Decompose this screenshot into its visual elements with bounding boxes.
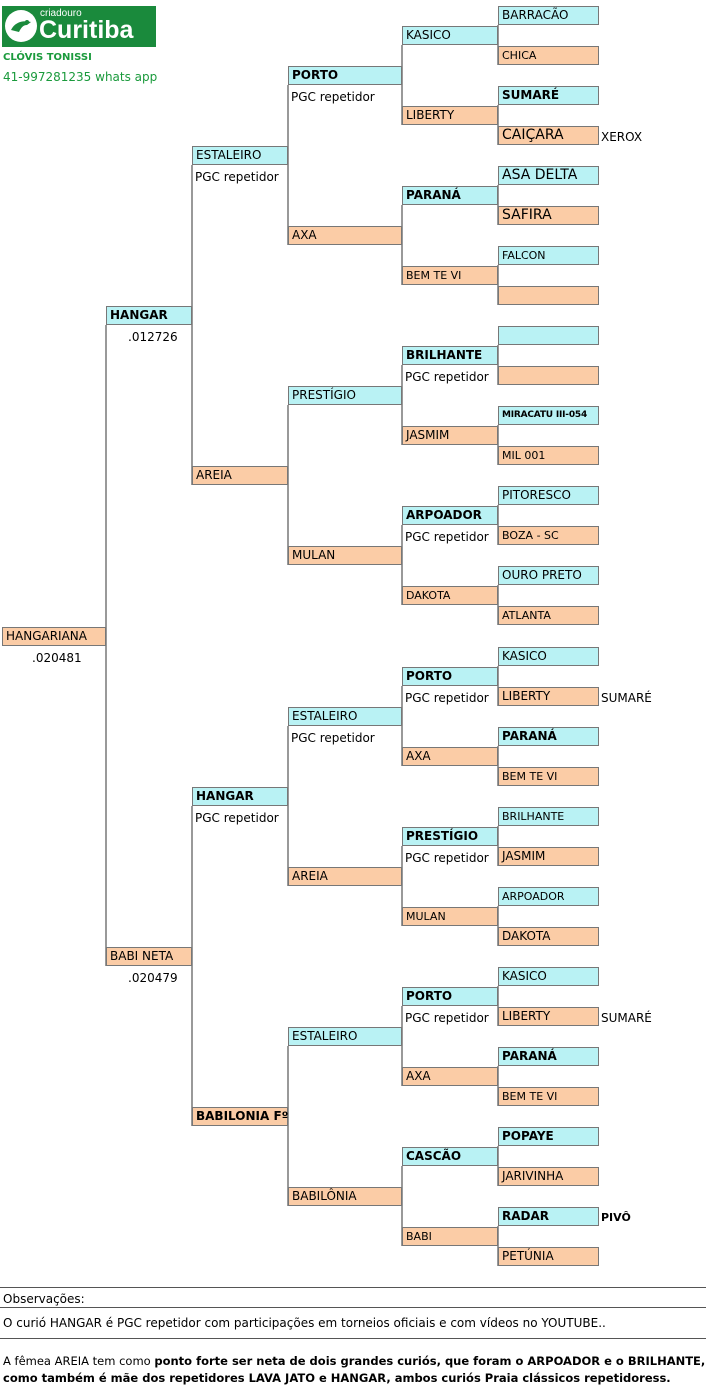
gen6-bird: CHICA xyxy=(498,46,599,65)
gen6-bird: KASICO xyxy=(498,967,599,986)
gen6-bird: MIRACATU III-054 xyxy=(498,406,599,425)
gen6-bird: PITORESCO xyxy=(498,486,599,505)
gen4-bird: ESTALEIRO xyxy=(288,707,402,726)
notes-label: Observações: xyxy=(3,1292,85,1306)
bird-note: PGC repetidor xyxy=(405,851,489,865)
owner-phone: 41-997281235 whats app xyxy=(3,70,158,84)
gen6-bird: LIBERTY xyxy=(498,1007,599,1026)
gen5-bird: JASMIM xyxy=(402,426,498,445)
dam: BABI NETA xyxy=(106,947,192,966)
gen6-bird xyxy=(498,326,599,345)
sire: HANGAR xyxy=(106,306,192,325)
gen6-bird: BEM TE VI xyxy=(498,1087,599,1106)
bird-icon xyxy=(5,10,37,42)
gen6-bird: BOZA - SC xyxy=(498,526,599,545)
gen5-bird: PORTO xyxy=(402,667,498,686)
gen4-bird: ESTALEIRO xyxy=(288,1027,402,1046)
gen4-bird: PRESTÍGIO xyxy=(288,386,402,405)
gen6-bird: BARRACÃO xyxy=(498,6,599,25)
bird-note: PGC repetidor xyxy=(405,370,489,384)
granddam-paternal: AREIA xyxy=(192,466,288,485)
gen5-bird: BABI xyxy=(402,1227,498,1246)
side-note: PIVÔ xyxy=(601,1211,631,1224)
gen5-bird: BEM TE VI xyxy=(402,266,498,285)
gen5-bird: LIBERTY xyxy=(402,106,498,125)
gen6-bird: SUMARÉ xyxy=(498,86,599,105)
gen6-bird: KASICO xyxy=(498,647,599,666)
bird-note: PGC repetidor xyxy=(405,1011,489,1025)
grandsire-paternal: ESTALEIRO xyxy=(192,146,288,165)
gen6-bird: PARANÁ xyxy=(498,1047,599,1066)
gen4-bird: MULAN xyxy=(288,546,402,565)
owner-name: CLÓVIS TONISSI xyxy=(3,52,92,63)
gen6-bird: BEM TE VI xyxy=(498,767,599,786)
divider xyxy=(0,1307,706,1308)
bird-note: PGC repetidor xyxy=(405,691,489,705)
gen4-bird: AXA xyxy=(288,226,402,245)
gen6-bird: PETÚNIA xyxy=(498,1247,599,1266)
gen6-bird: BRILHANTE xyxy=(498,807,599,826)
gen6-bird: SAFIRA xyxy=(498,206,599,225)
note-line-2-bold: ponto forte ser neta de dois grandes cur… xyxy=(154,1354,706,1368)
gen6-bird: DAKOTA xyxy=(498,927,599,946)
gen5-bird: PRESTÍGIO xyxy=(402,827,498,846)
gen6-bird: FALCON xyxy=(498,246,599,265)
gen6-bird: RADAR xyxy=(498,1207,599,1226)
gen6-bird: ARPOADOR xyxy=(498,887,599,906)
gen6-bird: ATLANTA xyxy=(498,606,599,625)
logo-subtitle: criadouro xyxy=(40,8,82,19)
divider xyxy=(0,1338,706,1339)
grandsire-maternal: HANGAR xyxy=(192,787,288,806)
gen4-bird: PORTO xyxy=(288,66,402,85)
gen6-bird xyxy=(498,366,599,385)
gen6-bird xyxy=(498,286,599,305)
gen5-bird: PORTO xyxy=(402,987,498,1006)
gen5-bird: AXA xyxy=(402,747,498,766)
gen6-bird: JARIVINHA xyxy=(498,1167,599,1186)
bird-note: PGC repetidor xyxy=(195,811,279,825)
subject-code: .020481 xyxy=(32,651,82,665)
gen5-bird: BRILHANTE xyxy=(402,346,498,365)
gen6-bird: PARANÁ xyxy=(498,727,599,746)
bird-note: PGC repetidor xyxy=(195,170,279,184)
divider xyxy=(0,1287,706,1288)
note-line-2: A fêmea AREIA tem como ponto forte ser n… xyxy=(3,1353,705,1369)
gen5-bird: AXA xyxy=(402,1067,498,1086)
gen6-bird: MIL 001 xyxy=(498,446,599,465)
gen6-bird: ASA DELTA xyxy=(498,166,599,185)
bird-note: PGC repetidor xyxy=(291,90,375,104)
gen6-bird: CAIÇARA xyxy=(498,126,599,145)
note-line-2-start: A fêmea AREIA tem como xyxy=(3,1354,155,1368)
gen6-bird: POPAYE xyxy=(498,1127,599,1146)
gen6-bird: LIBERTY xyxy=(498,687,599,706)
gen5-bird: CASCÃO xyxy=(402,1147,498,1166)
breeder-logo: criadouro Curitiba xyxy=(2,6,156,47)
bird-note: PGC repetidor xyxy=(405,530,489,544)
granddam-maternal: BABILONIA Fº xyxy=(192,1107,288,1126)
logo-title: Curitiba xyxy=(39,16,134,44)
side-note: SUMARÉ xyxy=(601,1011,652,1025)
gen5-bird: PARANÁ xyxy=(402,186,498,205)
gen6-bird: OURO PRETO xyxy=(498,566,599,585)
gen5-bird: MULAN xyxy=(402,907,498,926)
gen6-bird: JASMIM xyxy=(498,847,599,866)
gen4-bird: AREIA xyxy=(288,867,402,886)
subject-bird: HANGARIANA xyxy=(2,627,106,646)
side-note: SUMARÉ xyxy=(601,691,652,705)
note-line-1: O curió HANGAR é PGC repetidor com parti… xyxy=(3,1316,606,1330)
sire-code: .012726 xyxy=(128,330,178,344)
gen4-bird: BABILÔNIA xyxy=(288,1187,402,1206)
note-line-3: como também é mãe dos repetidores LAVA J… xyxy=(3,1371,671,1385)
dam-code: .020479 xyxy=(128,971,178,985)
side-note: XEROX xyxy=(601,130,643,144)
bird-note: PGC repetidor xyxy=(291,731,375,745)
gen5-bird: DAKOTA xyxy=(402,586,498,605)
gen5-bird: ARPOADOR xyxy=(402,506,498,525)
gen5-bird: KASICO xyxy=(402,26,498,45)
